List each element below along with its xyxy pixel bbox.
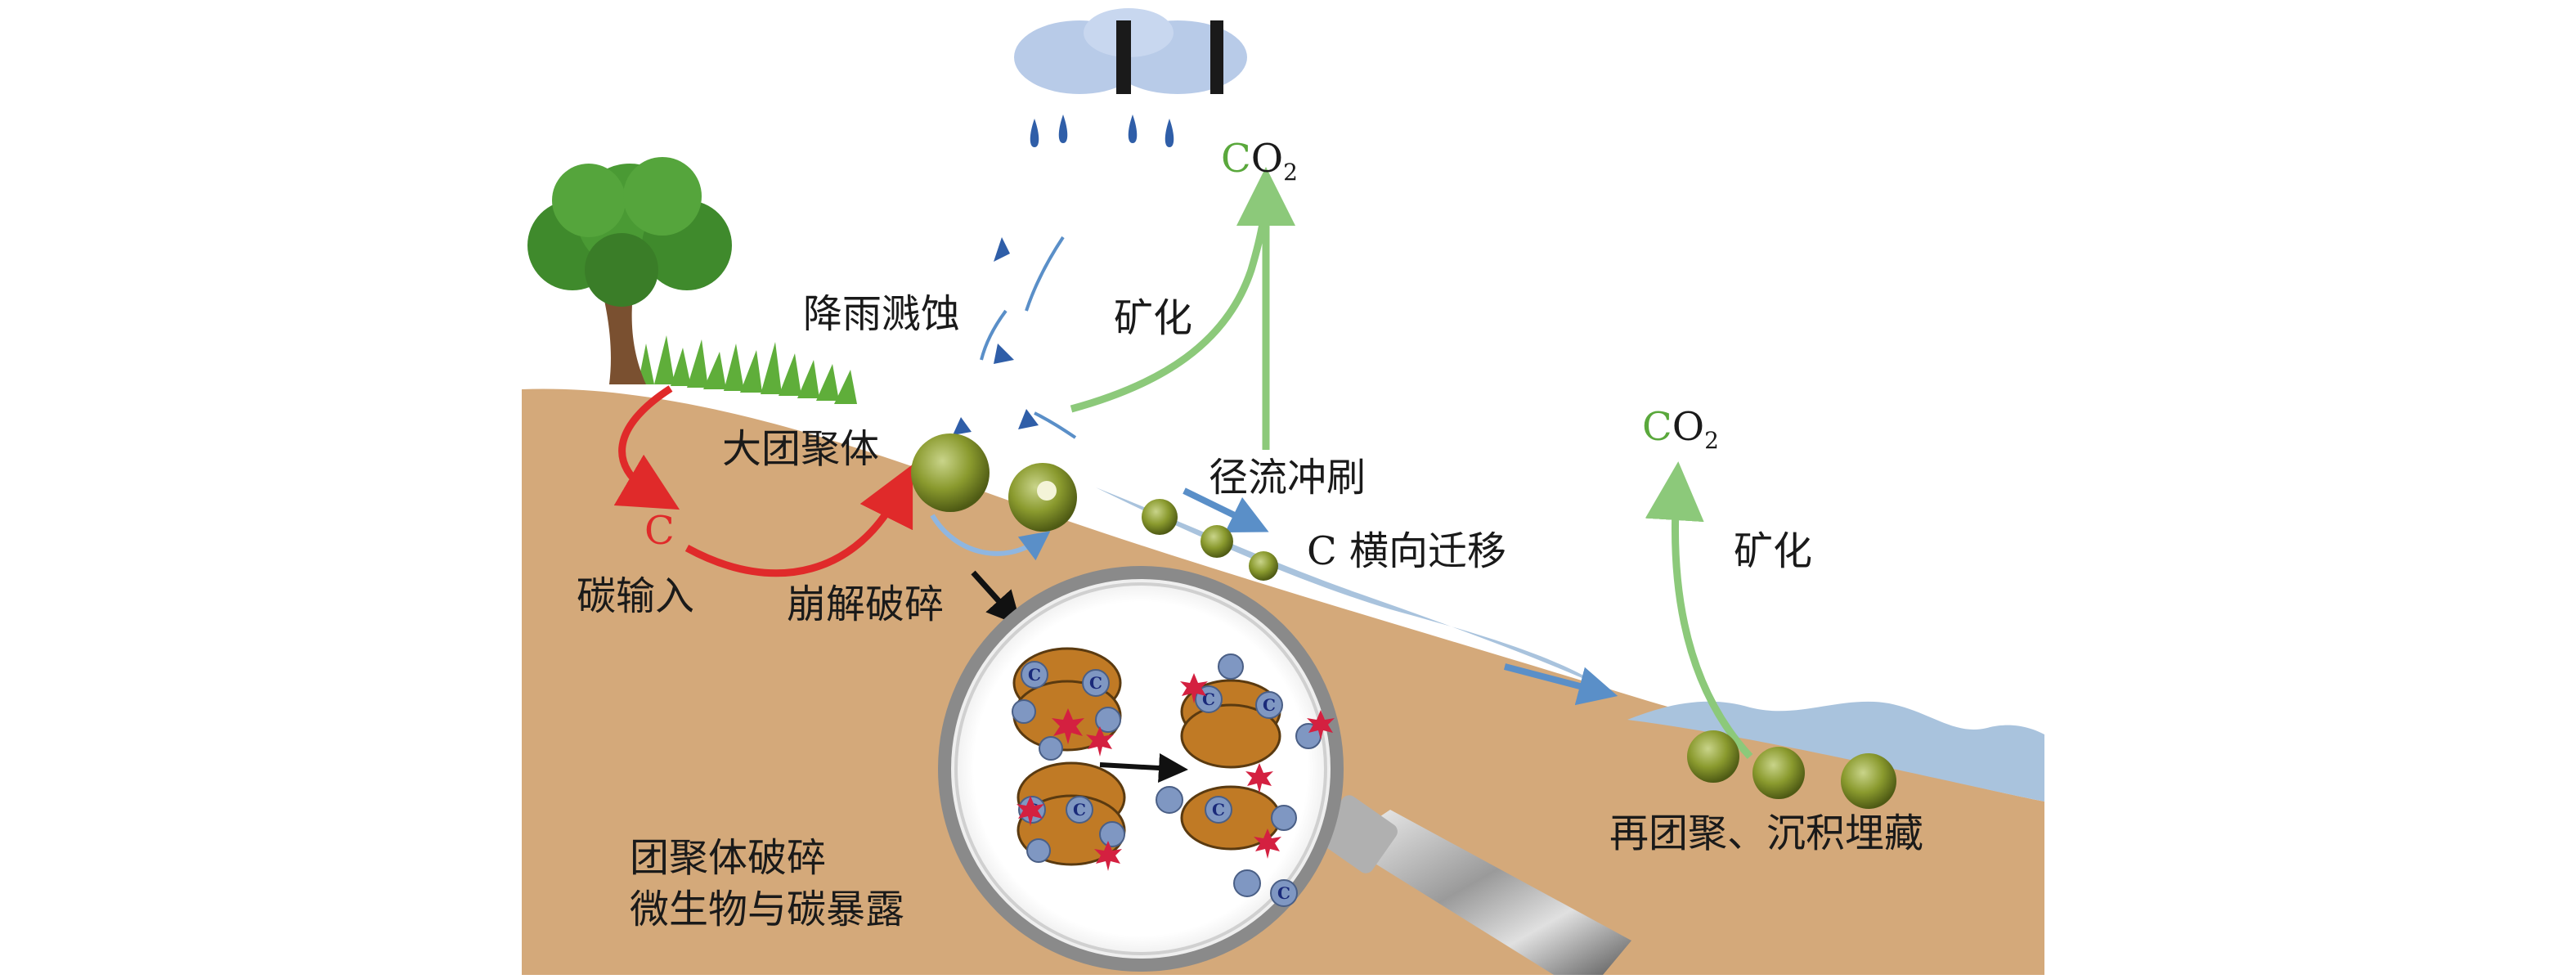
svg-text:C: C xyxy=(1028,665,1041,685)
mineralization-label-1: 矿化 xyxy=(1114,295,1192,341)
deposition-water xyxy=(1627,701,2044,802)
runoff-arrow xyxy=(1183,487,1269,533)
macroaggregate-icon xyxy=(911,433,1077,532)
carbon-symbol: C xyxy=(644,508,675,554)
svg-text:C: C xyxy=(1202,689,1215,709)
carbon-input-label: 碳输入 xyxy=(577,573,694,619)
svg-text:C: C xyxy=(1263,695,1276,715)
mineralization-label-2: 矿化 xyxy=(1734,528,1812,574)
rain-drops xyxy=(1030,115,1174,147)
svg-text:C: C xyxy=(1277,883,1290,903)
svg-text:C: C xyxy=(1212,800,1225,820)
lateral-arrow xyxy=(1503,663,1618,706)
rain-splash-label: 降雨溅蚀 xyxy=(803,291,960,337)
lateral-migration-label: C 横向迁移 xyxy=(1307,528,1506,574)
deposited-aggregates xyxy=(1687,730,1896,809)
splash-arcs xyxy=(980,236,1077,439)
breakdown-label: 崩解破碎 xyxy=(787,582,944,627)
svg-text:C: C xyxy=(1089,673,1102,693)
carbon-particle-labels: C C C C C C C C xyxy=(1025,665,1290,903)
carbon-input-arrow-down xyxy=(613,385,680,510)
mineralization-arrow-2 xyxy=(1645,461,1753,760)
exposure-label-line1: 团聚体破碎 xyxy=(630,835,826,881)
microbe-icons xyxy=(1016,673,1335,871)
macroaggregate-label: 大团聚体 xyxy=(722,426,879,472)
breakdown-curve xyxy=(930,514,1051,561)
exposure-label-line2: 微生物与碳暴露 xyxy=(630,887,904,932)
svg-text:C: C xyxy=(1073,800,1086,820)
tree-icon xyxy=(527,157,732,384)
grass-strip xyxy=(638,335,857,404)
breakdown-arrow-inner xyxy=(1099,753,1188,783)
runoff-label: 径流冲刷 xyxy=(1209,455,1366,501)
zoom-arrow xyxy=(971,570,1022,626)
rain-cloud-icon xyxy=(1014,8,1247,94)
carbon-particles xyxy=(1012,653,1322,907)
carbon-input-arrow-up xyxy=(684,464,913,577)
transported-aggregates xyxy=(1142,499,1278,581)
splash-drops xyxy=(953,237,1039,435)
co2-label-2: CO2 xyxy=(1642,404,1719,454)
reaggregation-label: 再团聚、沉积埋藏 xyxy=(1609,811,1923,856)
co2-label-1: CO2 xyxy=(1221,136,1298,186)
